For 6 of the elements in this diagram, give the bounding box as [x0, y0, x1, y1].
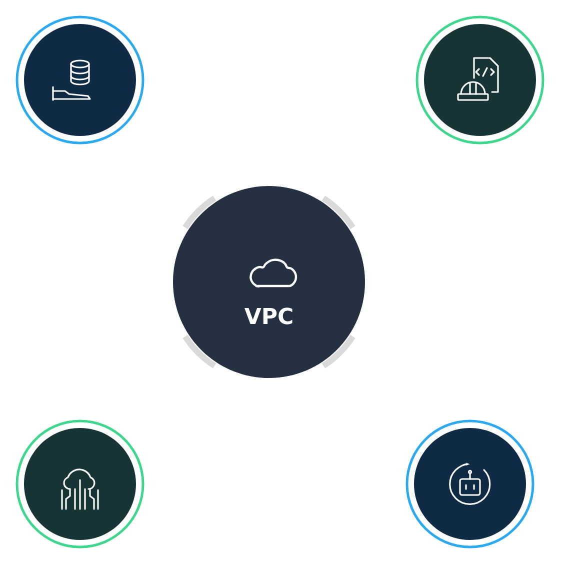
- node-label: VPC: [244, 308, 292, 324]
- icon-circle: [406, 420, 534, 548]
- vpc-circle: [173, 186, 365, 378]
- icon-circle: [16, 16, 144, 144]
- icon-circle: [416, 16, 544, 144]
- icon-circle: [16, 420, 144, 548]
